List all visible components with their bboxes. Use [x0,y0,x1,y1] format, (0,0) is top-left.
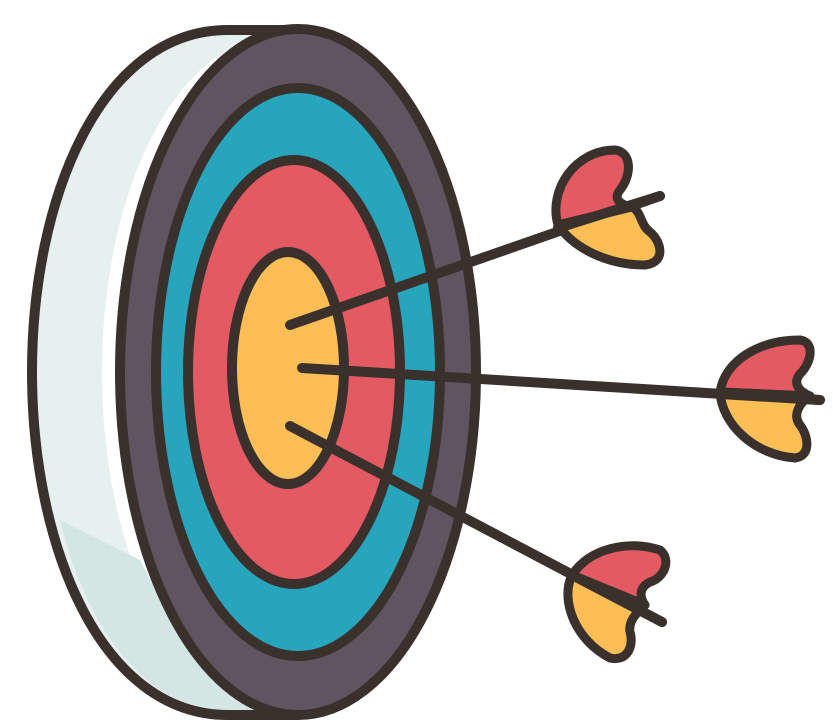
arrow-middle-fletching-red [715,335,815,401]
arrow-lower-shaft-top [567,570,667,627]
arrow-lower-fletching-yellow [563,570,650,664]
arrow-middle-fletching-yellow [715,387,815,463]
arrow-upper-shaft-top [553,191,665,233]
arrow-middle [297,335,825,463]
board-side-outline [27,25,303,720]
target-board [27,24,481,720]
arrow-lower-fletching-red [567,541,671,610]
board-side-shade [60,520,290,712]
arrow-lower [285,421,671,664]
arrow-upper [285,145,665,330]
arrow-middle-shaft-top [715,389,825,405]
